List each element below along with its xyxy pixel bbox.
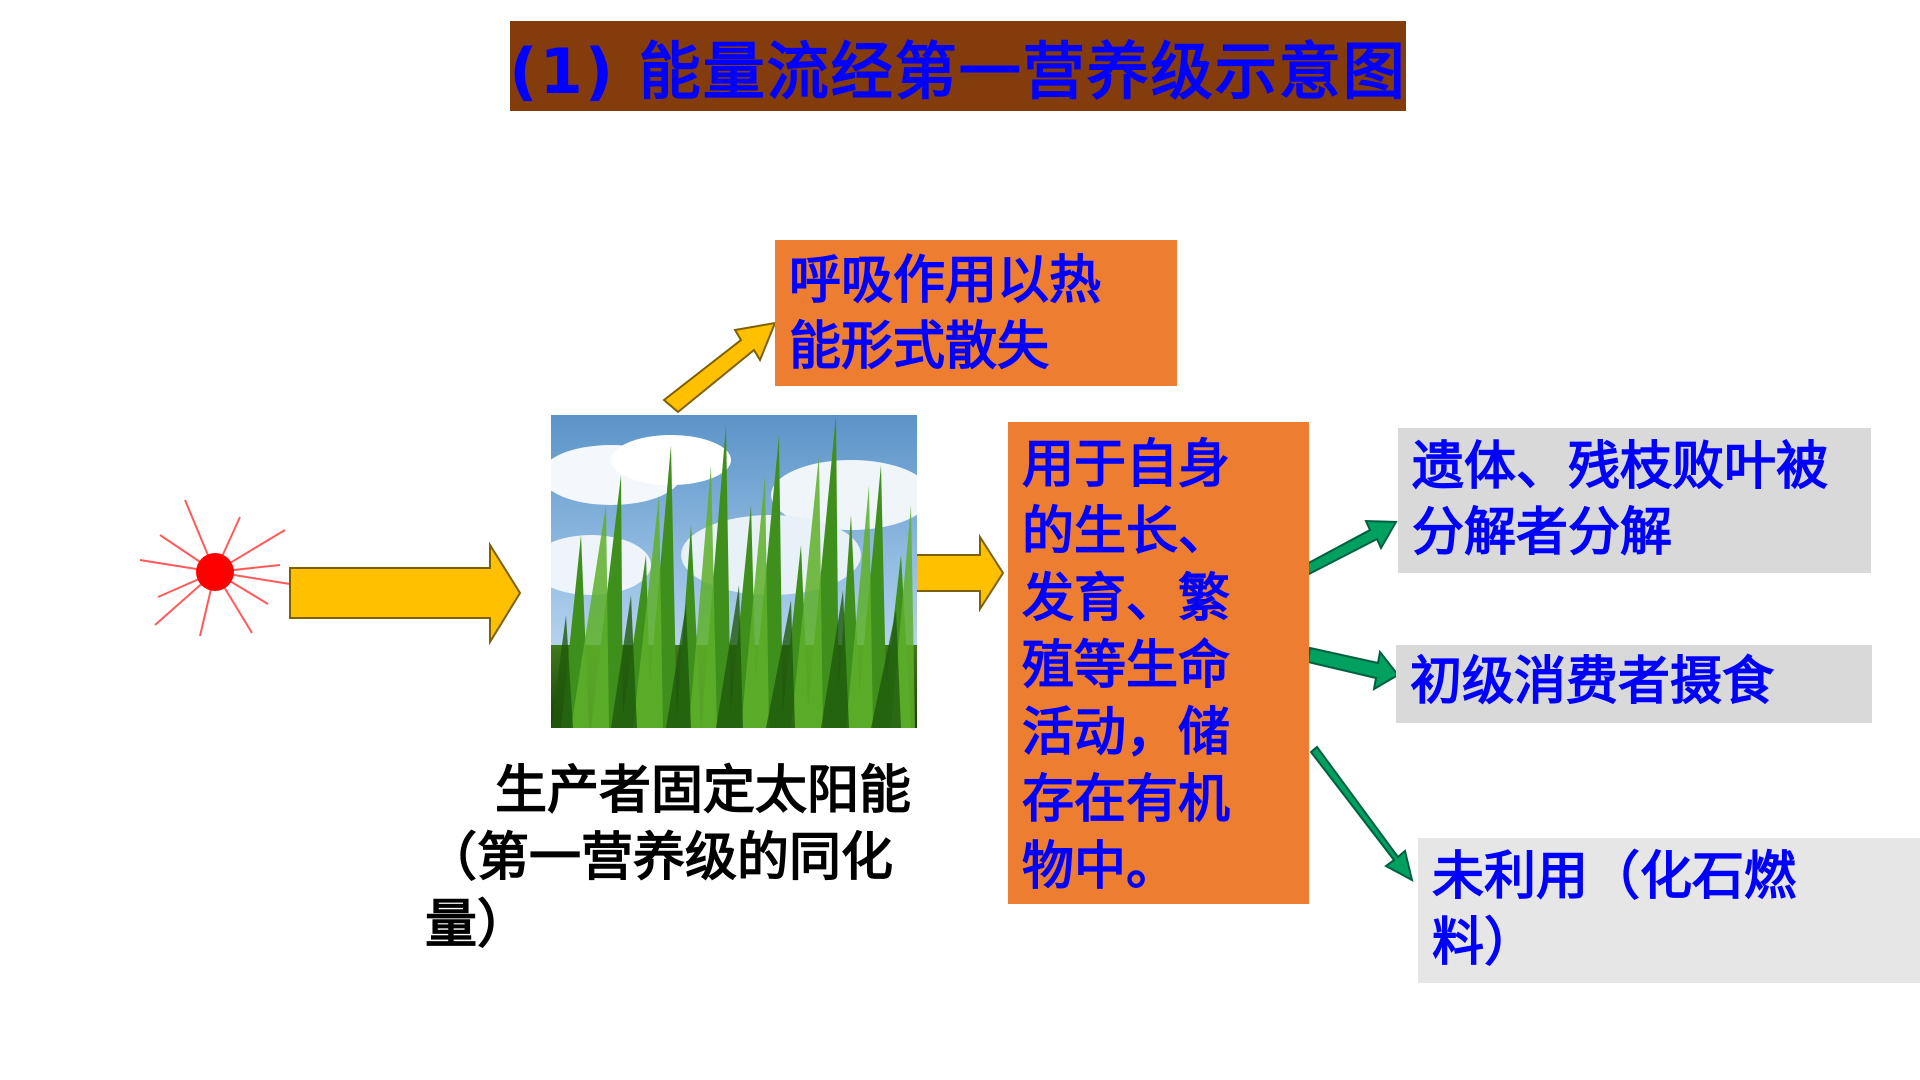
decomposer-line-1: 遗体、残枝败叶被 [1412, 437, 1829, 497]
grass-photo [551, 415, 917, 728]
consumer-label: 初级消费者摄食 [1410, 652, 1775, 712]
arrow-growth-to-unused [1309, 745, 1414, 882]
respiration-line-1: 呼吸作用以热 [789, 251, 1102, 311]
growth-line-3: 发育、繁 [1022, 569, 1231, 629]
respiration-box: 呼吸作用以热 能形式散失 [775, 240, 1177, 386]
arrow-producer-to-respiration [662, 321, 777, 414]
growth-line-6: 存在有机 [1022, 770, 1231, 830]
growth-line-2: 的生长、 [1022, 502, 1231, 562]
title-banner: (1) 能量流经第一营养级示意图 [509, 21, 1407, 111]
arrow-sun-to-producer [289, 541, 522, 646]
unused-box: 未利用（化石燃 料） [1418, 838, 1920, 983]
consumer-box: 初级消费者摄食 [1396, 645, 1872, 723]
producer-line-2: （第一营养级的同化 [425, 828, 894, 888]
unused-line-1: 未利用（化石燃 [1432, 847, 1797, 907]
page-title: (1) 能量流经第一营养级示意图 [509, 35, 1407, 108]
growth-line-5: 活动，储 [1022, 703, 1231, 763]
producer-line-1: 生产者固定太阳能 [495, 761, 912, 821]
producer-label: 生产者固定太阳能 （第一营养级的同化 量） [425, 758, 945, 959]
decomposer-box: 遗体、残枝败叶被 分解者分解 [1398, 428, 1871, 573]
arrow-growth-to-consumer [1306, 646, 1400, 691]
growth-box: 用于自身 的生长、 发育、繁 殖等生命 活动，储 存在有机 物中。 [1008, 422, 1309, 904]
growth-line-7: 物中。 [1022, 837, 1179, 897]
unused-line-2: 料） [1432, 913, 1537, 973]
arrow-growth-to-decomposer [1301, 519, 1398, 576]
arrow-producer-to-growth [914, 533, 1005, 613]
growth-line-1: 用于自身 [1022, 435, 1231, 495]
decomposer-line-2: 分解者分解 [1412, 503, 1673, 563]
respiration-line-2: 能形式散失 [789, 317, 1050, 377]
growth-line-4: 殖等生命 [1022, 636, 1231, 696]
producer-line-3: 量） [425, 895, 530, 955]
